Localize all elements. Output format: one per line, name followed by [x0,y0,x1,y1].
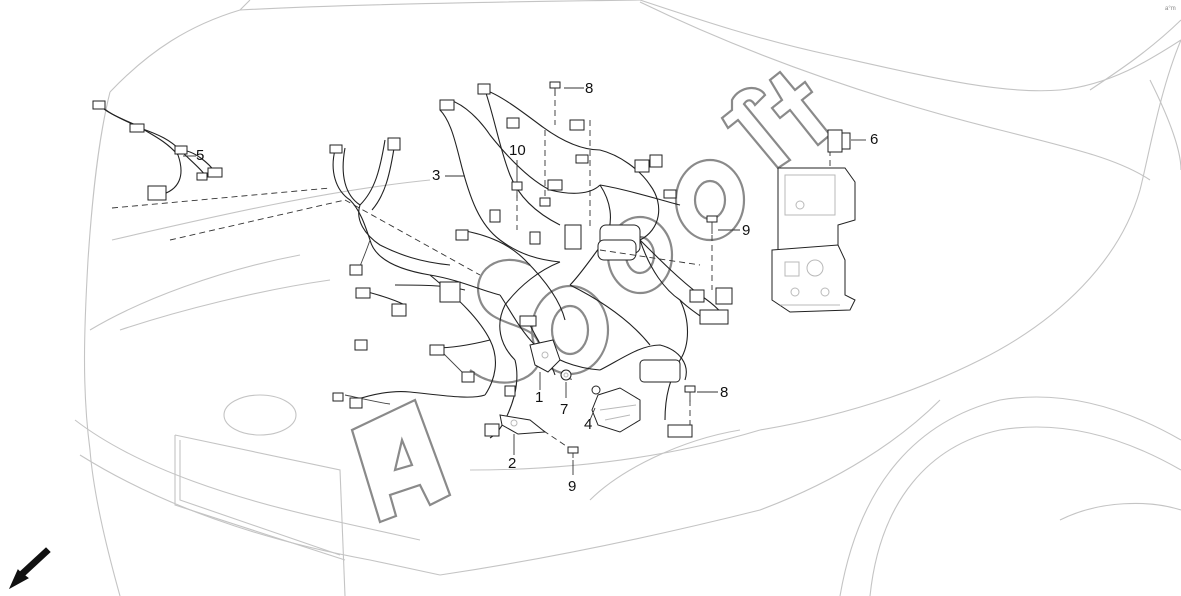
bolt-9-bottom [567,446,579,458]
callout-4: 4 [584,416,593,433]
callout-2: 2 [508,455,517,472]
clip-7 [560,369,572,381]
bracket-2 [499,414,547,435]
callout-8-right: 8 [720,384,729,401]
grommet-4 [591,387,641,433]
bolt-near-4 [591,385,601,395]
callout-6: 6 [870,131,879,148]
callout-9-right: 9 [742,222,751,239]
bracket-1 [529,339,561,373]
harness-3-main [329,83,733,439]
callout-8-top: 8 [585,80,594,97]
bolt-8-right [684,385,696,402]
vehicle-body-outline: a°m [74,0,1181,596]
fuse-box-assembly [771,129,856,313]
callout-9-bottom: 9 [568,478,577,495]
callout-7: 7 [560,401,569,418]
svg-text:a°m: a°m [1165,6,1176,12]
callout-3: 3 [432,167,441,184]
callout-10: 10 [509,142,526,159]
bolt-9-right [706,215,718,234]
front-direction-arrow-icon [8,547,51,590]
callout-5: 5 [196,147,205,164]
harness-5 [92,100,223,201]
leader-lines [183,87,866,475]
bolt-10 [511,181,523,198]
bolt-8-top [549,81,561,96]
callout-1: 1 [535,389,544,406]
